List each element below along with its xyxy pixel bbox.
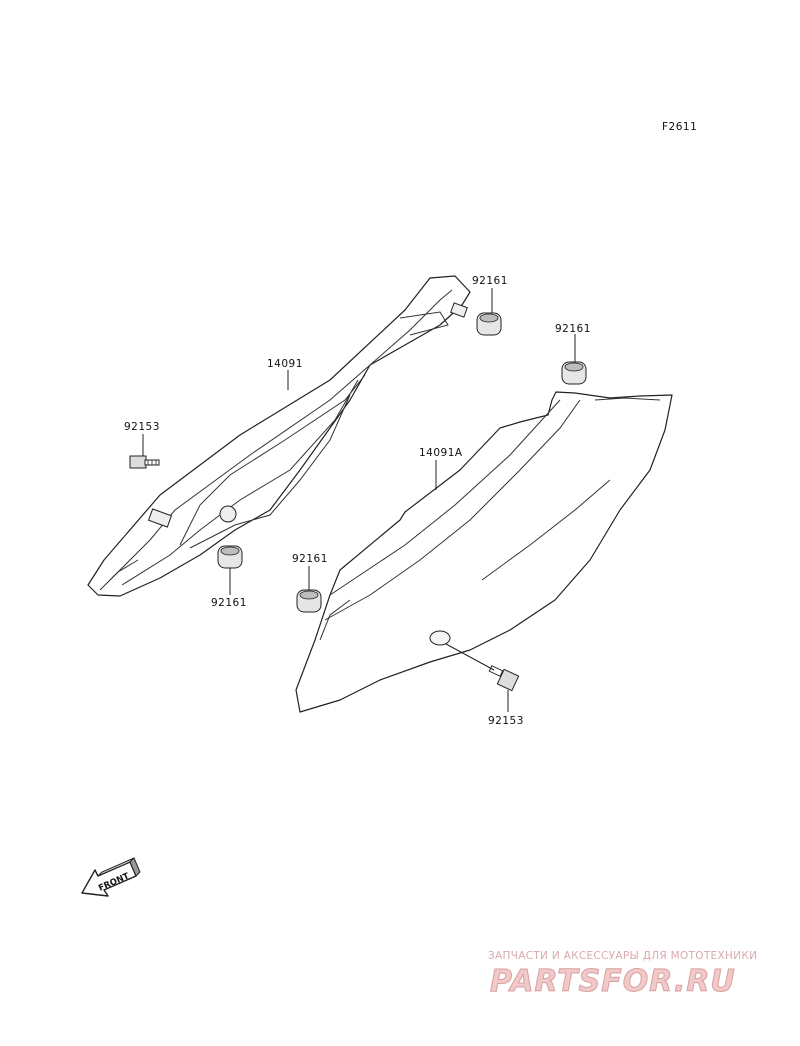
callout-grommet-top-right: 92161 (555, 323, 591, 335)
grommet-top-right (561, 361, 587, 385)
side-cover-left (87, 275, 471, 597)
bolt-right (488, 665, 520, 692)
grommet-bottom-left (217, 545, 243, 569)
leader-lines (142, 288, 576, 712)
figure-code: F2611 (662, 121, 697, 133)
watermark-logo: PARTSFOR.RU (490, 964, 736, 1000)
callout-bolt-left: 92153 (124, 421, 160, 433)
callout-grommet-top-left: 92161 (472, 275, 508, 287)
callout-cover-right: 14091A (419, 447, 463, 459)
watermark-caption: ЗАПЧАСТИ И АКСЕССУАРЫ ДЛЯ МОТОТЕХНИКИ (488, 950, 758, 962)
callout-grommet-mid-right: 92161 (292, 553, 328, 565)
side-cover-right (295, 391, 673, 713)
grommet-top-left (476, 312, 502, 336)
callout-cover-left: 14091 (267, 358, 303, 370)
front-arrow-icon: FRONT (81, 857, 141, 897)
grommet-mid-right (296, 589, 322, 613)
bolt-left (129, 455, 160, 469)
callout-grommet-bottom-left: 92161 (211, 597, 247, 609)
callout-bolt-right: 92153 (488, 715, 524, 727)
